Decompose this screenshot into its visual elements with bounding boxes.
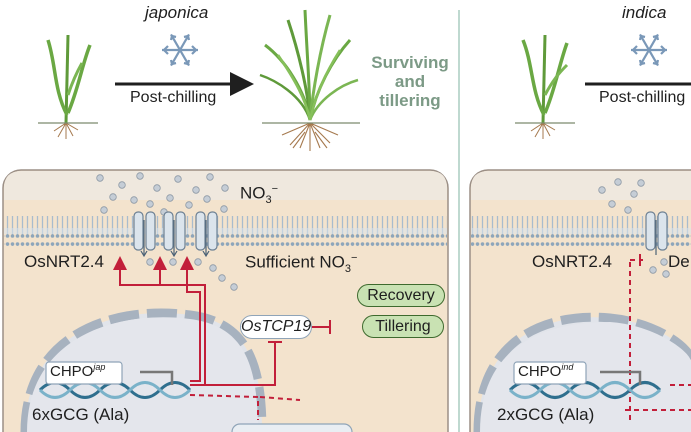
cultivar-title-right: indica xyxy=(622,3,667,22)
nitrate-ions-right xyxy=(598,178,670,278)
promoter-label: CHPOjap xyxy=(50,362,106,380)
cultivar-title: japonica xyxy=(145,3,209,22)
transporter-label: OsNRT2.4 xyxy=(24,252,104,271)
snowflake-icon xyxy=(162,33,198,67)
nitrate-ions xyxy=(96,172,238,291)
outcome-line-1: Surviving xyxy=(371,53,449,72)
rice-plant-icon xyxy=(521,34,569,139)
promoter-label-right: CHPOind xyxy=(518,362,574,380)
outcome-line-2: and xyxy=(394,72,426,91)
sufficient-label-charge: − xyxy=(350,252,358,264)
snowflake-icon xyxy=(631,33,667,67)
outcome-line-3: tillering xyxy=(379,91,441,110)
repeat-label: 6xGCG (Ala) xyxy=(32,405,130,424)
promoter-sup-right: ind xyxy=(561,362,574,372)
sufficient-label-text: Sufficient NO xyxy=(245,252,345,272)
rice-plant-icon xyxy=(259,9,359,151)
transporter-channels xyxy=(133,211,218,251)
sufficient-label-sub: 3 xyxy=(344,263,351,276)
nitrate-label-text: NO xyxy=(240,183,266,203)
promoter-name: CHPO xyxy=(50,363,94,380)
transporter-label-right: OsNRT2.4 xyxy=(532,252,612,271)
nitrate-label: NO3− xyxy=(240,184,278,206)
nitrate-label-charge: − xyxy=(271,183,279,195)
repeat-label-right: 2xGCG (Ala) xyxy=(497,405,595,424)
sufficient-nitrate-label: Sufficient NO3− xyxy=(245,253,357,275)
promoter-name-right: CHPO xyxy=(518,363,562,380)
promoter-sup: jap xyxy=(93,362,106,372)
nitrate-label-sub: 3 xyxy=(265,194,272,207)
treatment-label-right: Post-chilling xyxy=(599,89,686,106)
tillering-pill: Tillering xyxy=(362,315,444,338)
treatment-label: Post-chilling xyxy=(130,89,217,106)
truncated-label-right: De xyxy=(668,252,690,271)
outcome-label: Surviving and tillering xyxy=(366,53,454,110)
recovery-pill: Recovery xyxy=(357,284,445,307)
rice-plant-icon xyxy=(46,34,92,139)
ostcp19-gene-box: OsTCP19 xyxy=(240,315,312,339)
